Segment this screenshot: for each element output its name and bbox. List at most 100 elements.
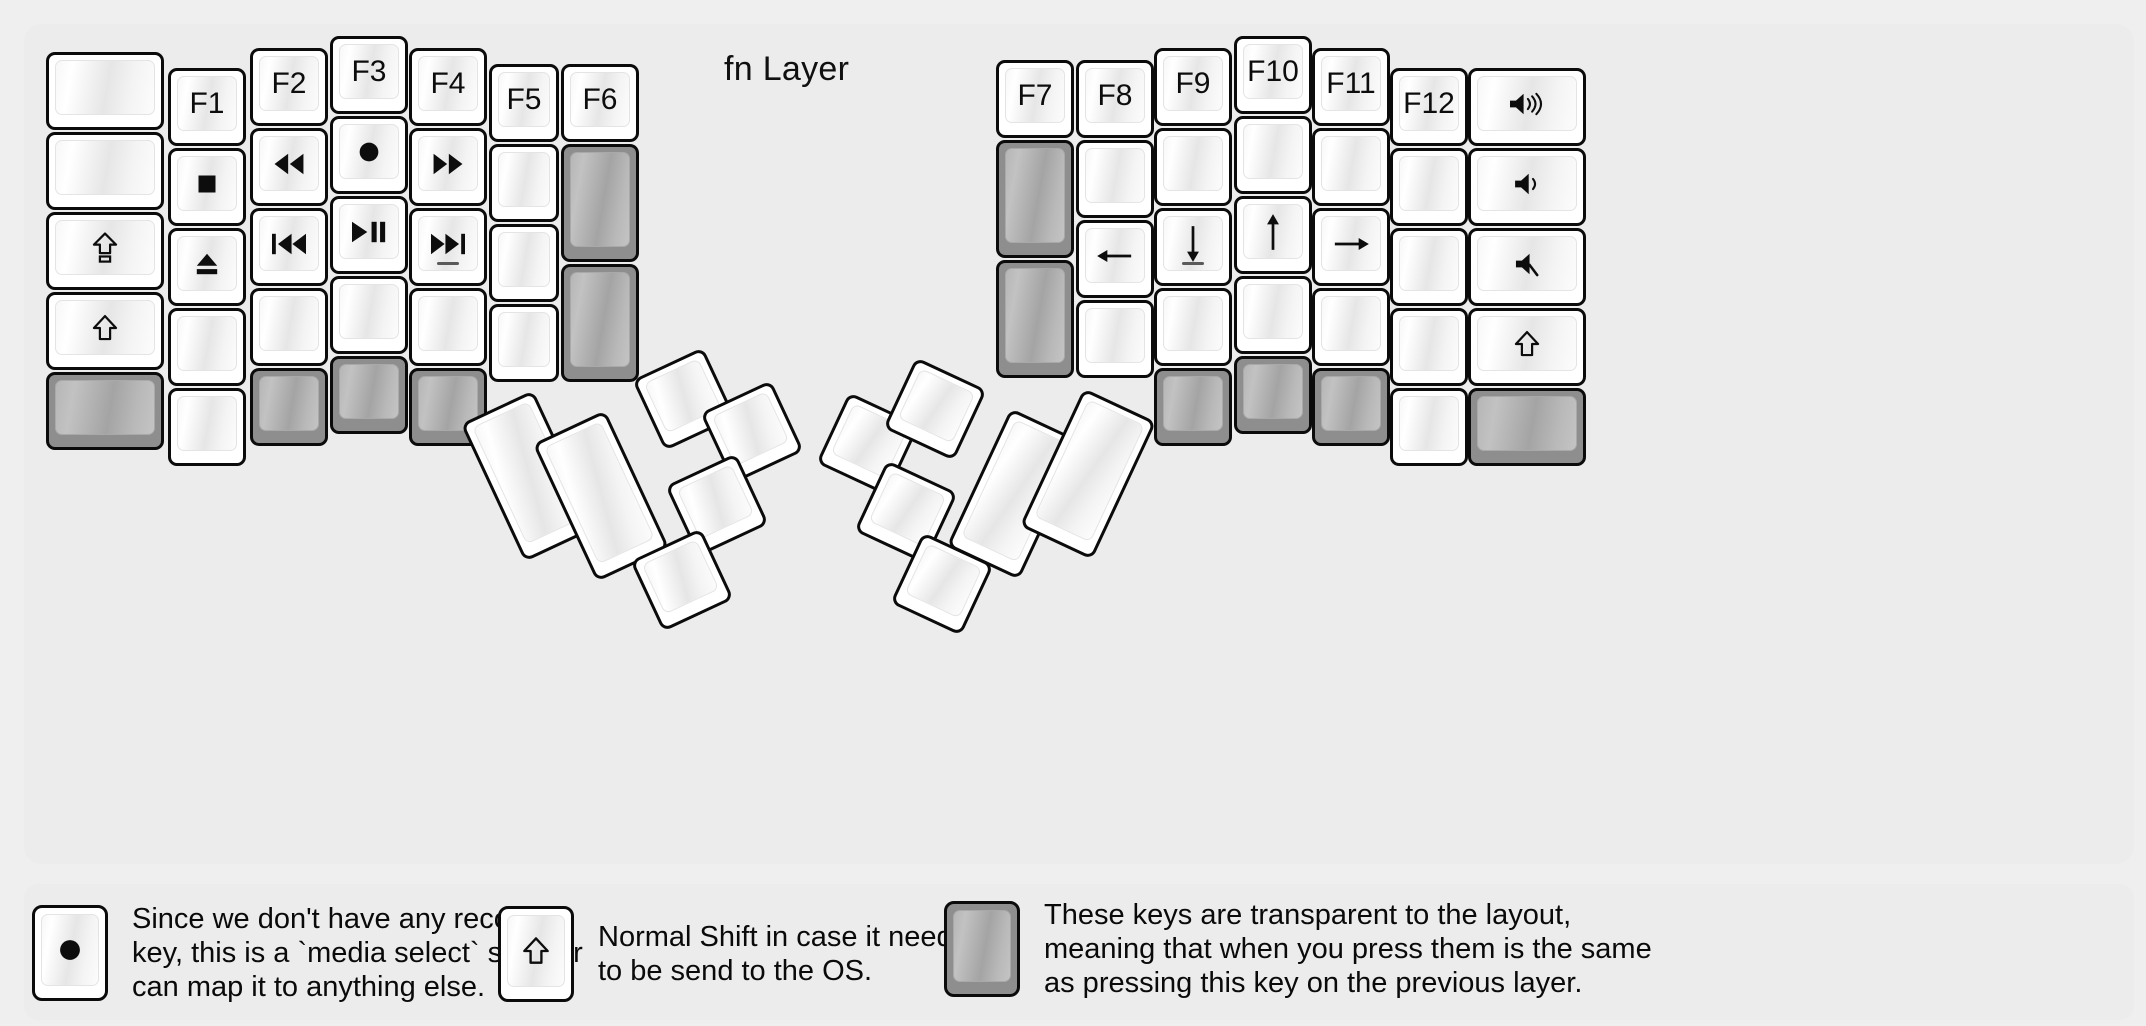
col-pinky-outer-4[interactable]: [46, 372, 164, 450]
keycap-surface: [1399, 236, 1459, 291]
keycap-surface: [1243, 204, 1303, 259]
col-middle-r-3[interactable]: [1154, 288, 1232, 366]
volume-down-icon: [1508, 167, 1546, 201]
col-pinky-4[interactable]: [168, 388, 246, 466]
key-f12[interactable]: F12: [1390, 68, 1468, 146]
col-pinky-outer-r-4[interactable]: [1390, 388, 1468, 466]
col-middle-2[interactable]: [330, 196, 408, 274]
col-middle-3[interactable]: [330, 276, 408, 354]
col-index-1[interactable]: [409, 128, 487, 206]
col-ring-4[interactable]: [250, 368, 328, 446]
col-ring-2[interactable]: [250, 208, 328, 286]
media-stop-icon: [190, 167, 224, 201]
col-index-2[interactable]: [409, 208, 487, 286]
keycap-surface: [1399, 156, 1459, 211]
col-index-inner-r-2[interactable]: [996, 260, 1074, 378]
keycap-surface: [953, 910, 1011, 983]
col-pinky-r-3[interactable]: [1312, 288, 1390, 366]
col-pinky-outer-r-3[interactable]: [1390, 308, 1468, 386]
col-index-3[interactable]: [409, 288, 487, 366]
col-pinky-r-4[interactable]: [1312, 368, 1390, 446]
arrow-right-icon: [1329, 227, 1373, 261]
keycap-surface: [1399, 396, 1459, 451]
keycap-surface: F10: [1243, 44, 1303, 99]
col-extra-2[interactable]: [561, 264, 639, 382]
key-f6[interactable]: F6: [561, 64, 639, 142]
key-f4[interactable]: F4: [409, 48, 487, 126]
key-f1[interactable]: F1: [168, 68, 246, 146]
media-play-pause-icon: [346, 215, 392, 249]
col-far-right-3[interactable]: [1468, 308, 1586, 386]
keycap-surface: [41, 914, 99, 987]
key-f3[interactable]: F3: [330, 36, 408, 114]
col-pinky-r-1[interactable]: [1312, 128, 1390, 206]
keycap-surface: [1085, 228, 1145, 283]
col-pinky-outer-3[interactable]: [46, 292, 164, 370]
keycap-surface: [1034, 399, 1145, 543]
key-f10[interactable]: F10: [1234, 36, 1312, 114]
keycap-surface: [55, 60, 155, 115]
col-ring-r-1[interactable]: [1234, 116, 1312, 194]
col-far-right-2[interactable]: [1468, 228, 1586, 306]
keycap-surface: [498, 312, 550, 367]
keycap-surface: [570, 272, 630, 367]
col-index-inner-2[interactable]: [489, 224, 559, 302]
keycap-surface: [55, 220, 155, 275]
col-far-right-1[interactable]: [1468, 148, 1586, 226]
key-f11[interactable]: F11: [1312, 48, 1390, 126]
col-far-right-0[interactable]: [1468, 68, 1586, 146]
col-pinky-1[interactable]: [168, 148, 246, 226]
col-index-inner-1[interactable]: [489, 144, 559, 222]
col-pinky-3[interactable]: [168, 308, 246, 386]
col-pinky-outer-2[interactable]: [46, 212, 164, 290]
col-pinky-outer-r-2[interactable]: [1390, 228, 1468, 306]
keycap-surface: [1321, 216, 1381, 271]
col-middle-1[interactable]: [330, 116, 408, 194]
key-label: F12: [1403, 86, 1455, 120]
col-middle-r-4[interactable]: [1154, 368, 1232, 446]
col-index-r-2[interactable]: [1076, 220, 1154, 298]
key-f7[interactable]: F7: [996, 60, 1074, 138]
key-f8[interactable]: F8: [1076, 60, 1154, 138]
keycap-surface: [1477, 396, 1577, 451]
col-middle-r-2[interactable]: [1154, 208, 1232, 286]
col-ring-r-2[interactable]: [1234, 196, 1312, 274]
col-index-inner-3[interactable]: [489, 304, 559, 382]
keycap-surface: [1477, 76, 1577, 131]
col-pinky-outer-1[interactable]: [46, 132, 164, 210]
col-index-r-3[interactable]: [1076, 300, 1154, 378]
keycap-surface: F2: [259, 56, 319, 111]
col-index-r-1[interactable]: [1076, 140, 1154, 218]
col-pinky-r-2[interactable]: [1312, 208, 1390, 286]
keycap-surface: [1085, 308, 1145, 363]
col-far-right-4[interactable]: [1468, 388, 1586, 466]
col-pinky-outer-0[interactable]: [46, 52, 164, 130]
col-ring-r-4[interactable]: [1234, 356, 1312, 434]
col-middle-r-1[interactable]: [1154, 128, 1232, 206]
shift-icon: [88, 311, 122, 345]
col-ring-3[interactable]: [250, 288, 328, 366]
col-ring-1[interactable]: [250, 128, 328, 206]
keycap-surface: [339, 364, 399, 419]
col-extra-1[interactable]: [561, 144, 639, 262]
col-ring-r-3[interactable]: [1234, 276, 1312, 354]
col-middle-4[interactable]: [330, 356, 408, 434]
key-f2[interactable]: F2: [250, 48, 328, 126]
key-f5[interactable]: F5: [489, 64, 559, 142]
keycap-surface: [676, 464, 755, 540]
col-pinky-outer-r-1[interactable]: [1390, 148, 1468, 226]
col-index-inner-r-1[interactable]: [996, 140, 1074, 258]
media-record-icon: [352, 135, 386, 169]
keycap-surface: [1243, 364, 1303, 419]
keycap-surface: [1477, 236, 1577, 291]
col-pinky-2[interactable]: [168, 228, 246, 306]
keycap-surface: [507, 915, 565, 987]
key-f9[interactable]: F9: [1154, 48, 1232, 126]
keycap-surface: [1321, 296, 1381, 351]
keycap-surface: [259, 296, 319, 351]
keycap-surface: F6: [570, 72, 630, 127]
keycap-surface: [1163, 296, 1223, 351]
media-eject-icon: [190, 247, 224, 281]
keycap-surface: [177, 316, 237, 371]
keycap-surface: [1477, 316, 1577, 371]
